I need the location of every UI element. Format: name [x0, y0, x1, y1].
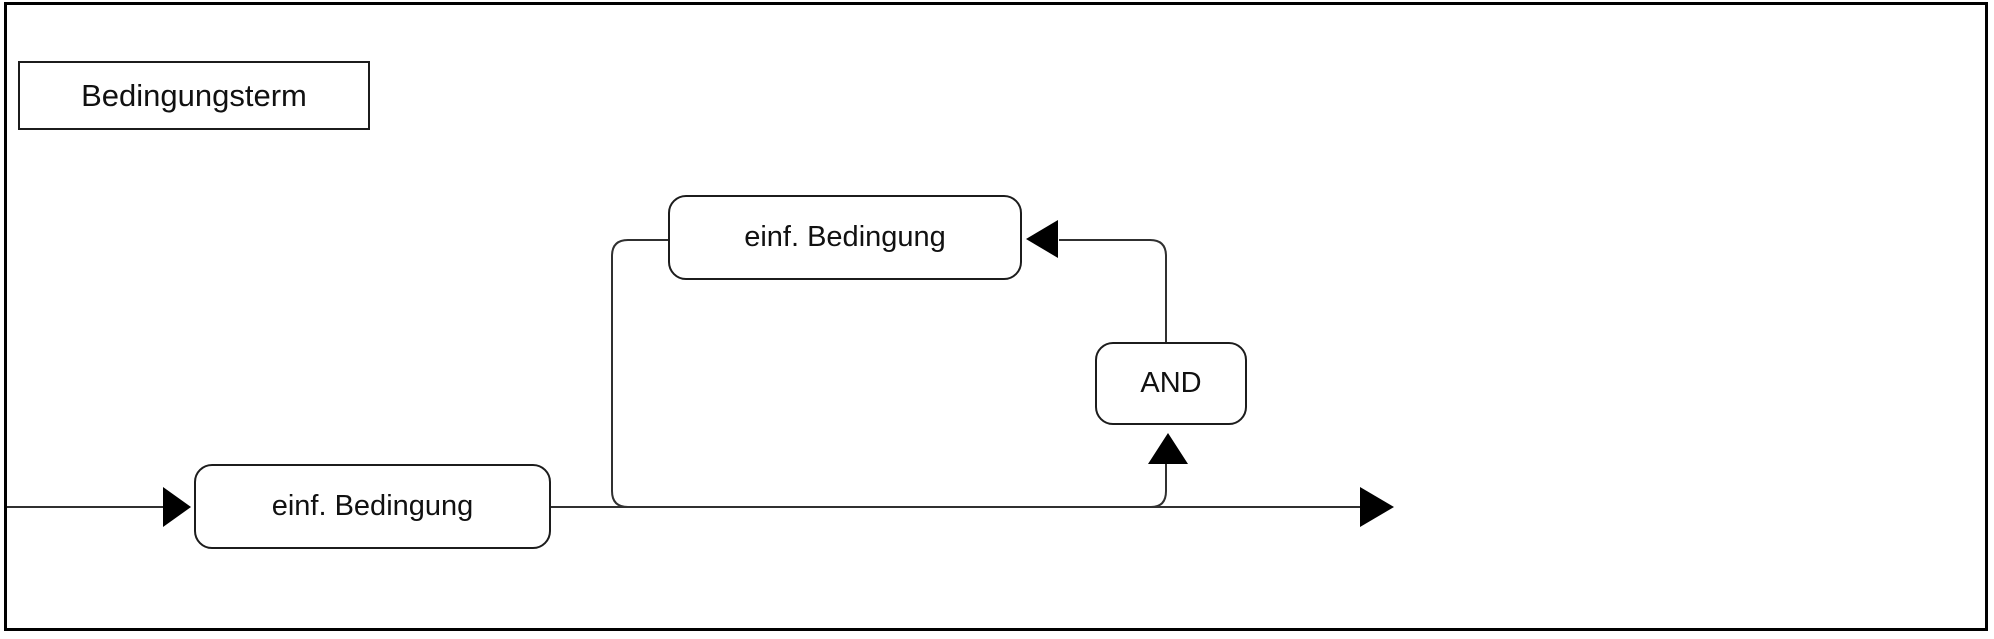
diagram-title-box: Bedingungsterm — [18, 61, 370, 130]
node-and-operator: AND — [1095, 342, 1247, 425]
diagram-frame — [4, 2, 1988, 631]
diagram-title: Bedingungsterm — [81, 77, 307, 113]
node-einf-bedingung-main: einf. Bedingung — [194, 464, 551, 549]
loop-entry-arrow-icon — [1026, 220, 1058, 258]
and-entry-arrow-icon — [1148, 433, 1188, 464]
loop-return-line — [611, 239, 668, 508]
node-einf-bedingung-main-label: einf. Bedingung — [271, 490, 474, 522]
node-einf-bedingung-loop-label: einf. Bedingung — [744, 221, 946, 253]
node-and-operator-label: AND — [1140, 367, 1202, 399]
and-to-loop-line — [1059, 239, 1167, 342]
exit-arrow-icon — [1360, 487, 1394, 527]
and-branch-line — [1150, 464, 1167, 508]
entry-arrow-icon — [163, 487, 191, 527]
node-einf-bedingung-loop: einf. Bedingung — [668, 195, 1022, 280]
